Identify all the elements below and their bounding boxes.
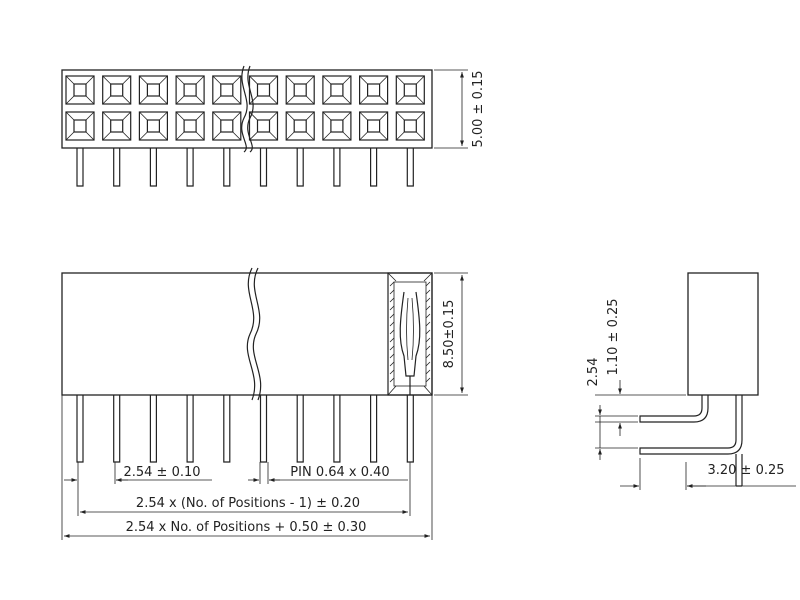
socket-cell: [248, 111, 279, 141]
socket-cell: [65, 75, 95, 105]
front-pin: [76, 395, 84, 463]
pin-label: PIN 0.64 x 0.40: [290, 465, 389, 480]
top-pin: [149, 148, 157, 187]
socket-cell: [65, 111, 95, 141]
side-lower-pin: [639, 395, 743, 455]
socket-cell: [138, 111, 168, 141]
socket-cell: [212, 111, 242, 141]
top-pin: [370, 148, 378, 187]
socket-cell: [285, 75, 315, 105]
offset-label: 1.10 ± 0.25: [606, 298, 621, 375]
top-height-dimension: 5.00 ± 0.15: [434, 69, 486, 149]
length-dimension: 2.54 x No. of Positions + 0.50 ± 0.30: [63, 520, 430, 538]
top-height-label: 5.00 ± 0.15: [471, 70, 486, 147]
top-pin: [333, 148, 341, 187]
front-pin: [259, 395, 268, 463]
socket-cell: [322, 111, 352, 141]
top-pin: [296, 148, 304, 187]
front-view-body: [61, 272, 433, 396]
front-pin: [406, 395, 414, 463]
top-view-pins: [76, 148, 414, 187]
top-pin: [406, 148, 414, 187]
front-height-label: 8.50±0.15: [442, 300, 457, 369]
top-pin: [76, 148, 84, 187]
span-label: 2.54 x (No. of Positions - 1) ± 0.20: [136, 496, 360, 511]
front-pin: [149, 395, 157, 463]
front-view-pins: [76, 395, 414, 463]
pitch-label: 2.54 ± 0.10: [123, 465, 200, 480]
top-break-line: [241, 65, 248, 153]
front-view: 8.50±0.15 2.54 ± 0.10 PIN 0.64 x 0.40: [61, 267, 468, 540]
socket-cell: [175, 75, 205, 105]
top-pin: [259, 148, 268, 187]
front-break-line-2: [252, 267, 262, 401]
side-upper-pin: [639, 395, 709, 423]
top-view: 5.00 ± 0.15: [61, 65, 486, 187]
row-pitch-label: 2.54: [586, 358, 601, 387]
socket-cell: [395, 111, 425, 141]
front-pin: [223, 395, 231, 463]
front-pin: [113, 395, 121, 463]
front-pin: [296, 395, 304, 463]
pitch-dimension: 2.54 ± 0.10: [64, 465, 212, 482]
socket-cell: [359, 111, 389, 141]
offset-dimension: 1.10 ± 0.25: [606, 298, 622, 436]
front-break-line: [246, 267, 256, 401]
top-break-line-2: [247, 65, 254, 153]
socket-cell: [138, 75, 168, 105]
socket-cell: [395, 75, 425, 105]
front-cross-section: [387, 272, 433, 396]
socket-cell: [102, 111, 132, 141]
side-view: 2.54 1.10 ± 0.25 3.20 ± 0.25: [586, 272, 796, 490]
leg-label: 3.20 ± 0.25: [707, 463, 784, 478]
row-pitch-dimension: 2.54: [586, 358, 602, 460]
socket-cell: [175, 111, 205, 141]
leg-dimension: 3.20 ± 0.25: [620, 463, 796, 488]
front-pin: [370, 395, 378, 463]
front-extension-lines: [61, 395, 433, 540]
length-label: 2.54 x No. of Positions + 0.50 ± 0.30: [126, 520, 367, 535]
pin-dimension: PIN 0.64 x 0.40: [248, 465, 408, 482]
top-pin: [113, 148, 121, 187]
front-pin: [186, 395, 194, 463]
socket-cell: [285, 111, 315, 141]
socket-cell: [359, 75, 389, 105]
socket-cell: [102, 75, 132, 105]
top-pin: [223, 148, 231, 187]
front-height-dimension: 8.50±0.15: [434, 272, 468, 396]
socket-cell: [322, 75, 352, 105]
front-pin: [333, 395, 341, 463]
side-view-body: [687, 272, 759, 396]
socket-cell: [212, 75, 242, 105]
top-pin: [186, 148, 194, 187]
side-extension-lines: [595, 394, 687, 490]
span-dimension: 2.54 x (No. of Positions - 1) ± 0.20: [80, 496, 408, 514]
